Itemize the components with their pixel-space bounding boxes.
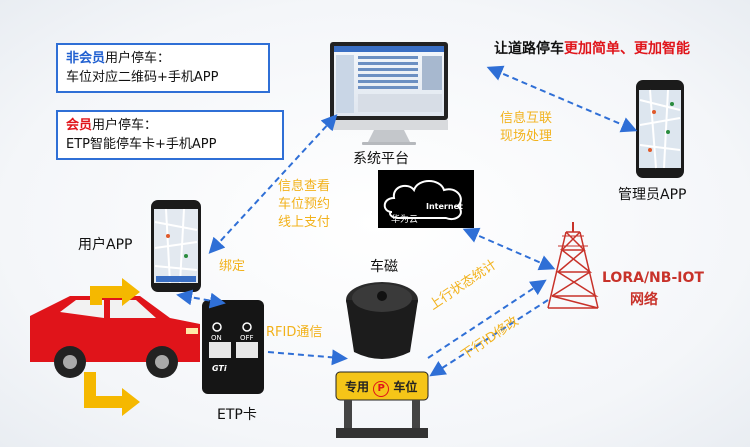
user-app-label: 用户APP (78, 237, 133, 253)
info-query-line3: 线上支付 (278, 215, 331, 230)
cloud-provider-text: 华为云 (391, 215, 419, 225)
system-platform-label: 系统平台 (353, 151, 409, 167)
user-phone-icon (151, 200, 201, 292)
connectors (176, 65, 638, 377)
nonmember-info-box: 非会员用户停车： 车位对应二维码+手机APP (56, 43, 270, 93)
card-brand-text: GTi (212, 364, 227, 373)
admin-phone-icon (636, 80, 684, 178)
admin-app-label: 管理员APP (618, 187, 687, 203)
etp-card-label: ETP卡 (217, 407, 257, 423)
info-exchange-line2: 现场处理 (500, 129, 553, 144)
etp-card-icon (202, 300, 264, 394)
car-icon (30, 296, 200, 378)
info-exchange-line1: 信息互联 (500, 111, 553, 126)
bind-annotation: 绑定 (219, 259, 246, 274)
car-arrows (84, 278, 140, 416)
vehicle-magnet-icon (346, 282, 418, 359)
parking-p-icon: P (373, 381, 390, 397)
headline-part1: 让道路停车 (494, 41, 564, 57)
info-query-line1: 信息查看 (278, 179, 331, 194)
member-line1: 用户停车： (92, 118, 158, 133)
parking-sign-word1: 专用 (345, 380, 370, 394)
info-query-line2: 车位预约 (278, 197, 331, 212)
headline-part2: 更加简单、更加智能 (564, 41, 690, 57)
nonmember-line1: 用户停车： (105, 51, 171, 66)
vehicle-magnet-label: 车磁 (370, 259, 398, 275)
parking-sign-word2: 车位 (393, 380, 418, 394)
parking-sign-text: 专用 P 车位 (345, 378, 417, 397)
cloud-icon (378, 170, 474, 228)
member-info-box: 会员用户停车： ETP智能停车卡+手机APP (56, 110, 284, 160)
lora-network-label-1: LORA/NB-IOT (602, 270, 704, 286)
monitor-icon (330, 42, 448, 145)
card-off-text: OFF (240, 334, 254, 342)
nonmember-line2: 车位对应二维码+手机APP (66, 70, 219, 85)
cloud-internet-text: Internet (426, 202, 463, 211)
rfid-annotation: RFID通信 (266, 325, 323, 340)
lora-network-label-2: 网络 (630, 292, 658, 308)
card-on-text: ON (211, 334, 222, 342)
member-highlight: 会员 (66, 118, 93, 133)
tower-icon (547, 222, 599, 309)
headline: 让道路停车更加简单、更加智能 (494, 38, 690, 58)
nonmember-highlight: 非会员 (66, 51, 106, 66)
member-line2: ETP智能停车卡+手机APP (66, 137, 217, 152)
